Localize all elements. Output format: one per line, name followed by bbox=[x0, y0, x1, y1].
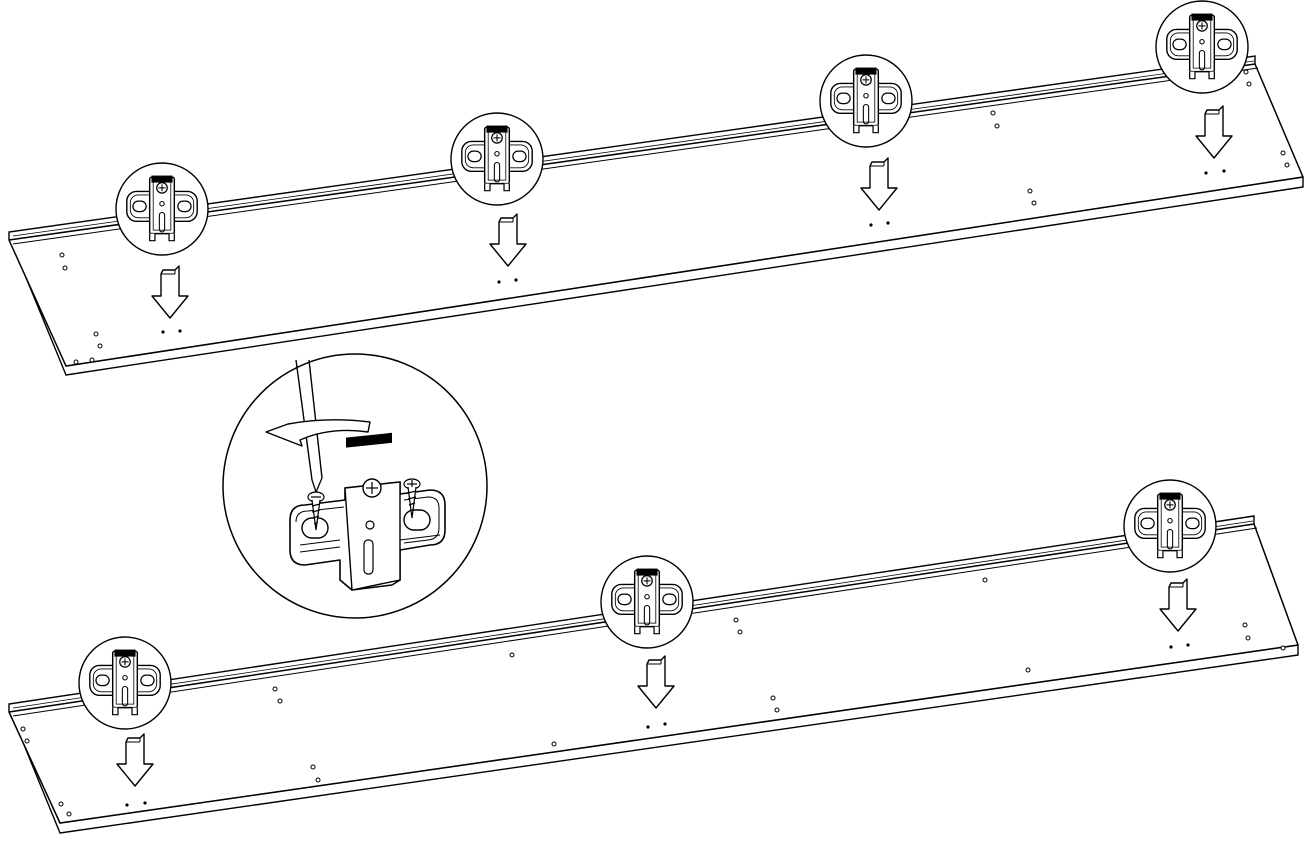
screw-icon bbox=[403, 478, 421, 519]
upper-panel bbox=[8, 55, 1304, 376]
screw-icon bbox=[307, 491, 325, 531]
plate-callout bbox=[819, 54, 913, 148]
detail-callout bbox=[222, 353, 488, 619]
plate-callout bbox=[1155, 0, 1249, 94]
plate-callout bbox=[600, 555, 694, 649]
upper-plates bbox=[115, 0, 1249, 256]
plate-callout bbox=[115, 162, 209, 256]
plate-callout bbox=[450, 112, 544, 206]
lower-plates bbox=[78, 479, 1217, 730]
plate-callout bbox=[78, 636, 172, 730]
mounting-plate-detail bbox=[289, 432, 446, 591]
rotation-arrow-icon bbox=[265, 419, 371, 447]
plate-callout bbox=[1123, 479, 1217, 573]
